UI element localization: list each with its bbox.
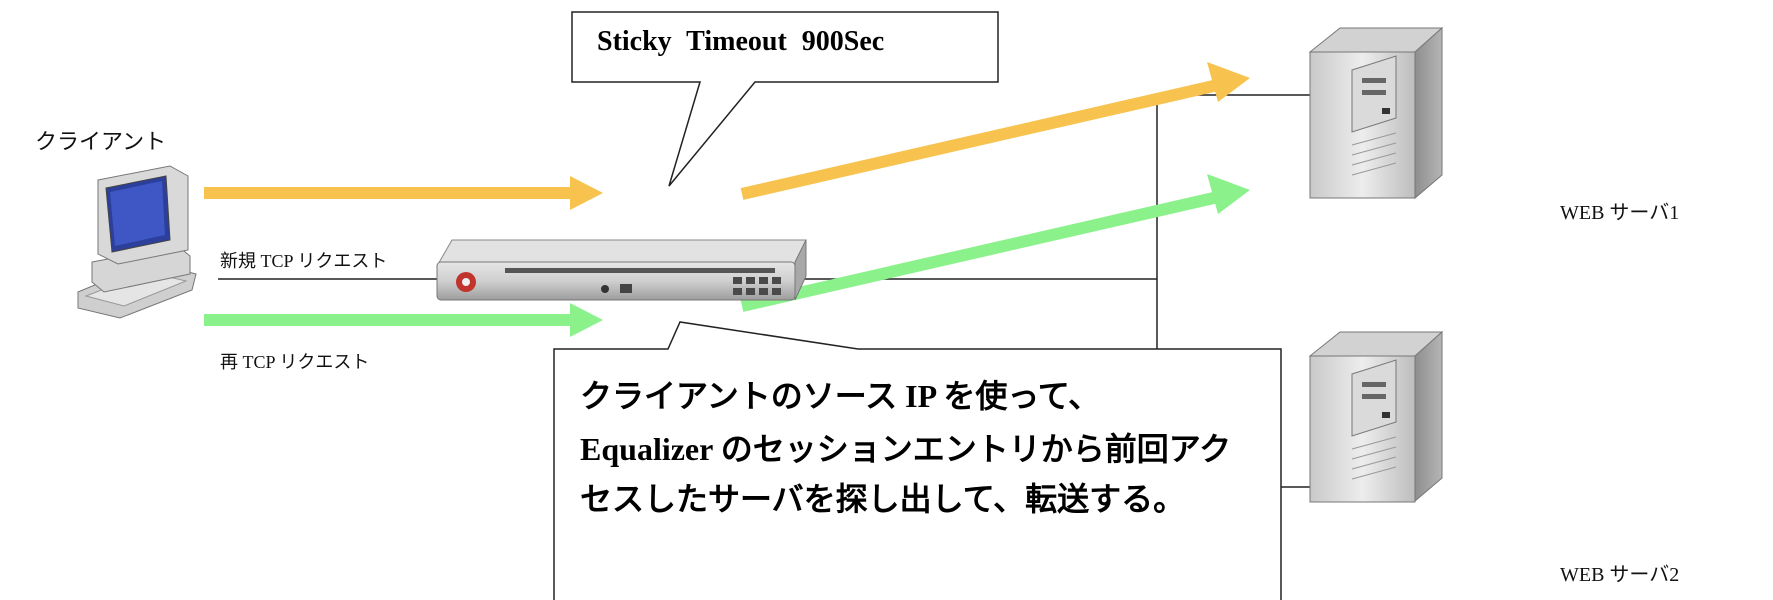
new-request-arrows (204, 62, 1250, 210)
explanation-callout (553, 321, 1282, 600)
repeat-request-arrow-in (204, 303, 603, 337)
load-balancer-appliance-icon (436, 239, 807, 301)
new-request-label: 新規 TCP リクエスト (220, 251, 388, 271)
server1-label: WEB サーバ1 (1560, 202, 1680, 224)
server2-label: WEB サーバ2 (1560, 564, 1680, 586)
repeat-request-label: 再 TCP リクエスト (220, 352, 370, 372)
explanation-line-2: Equalizer のセッションエントリから前回アク (580, 431, 1232, 467)
client-label: クライアント (35, 130, 167, 155)
new-request-arrow-out (1207, 62, 1250, 102)
repeat-request-arrows (204, 174, 1250, 337)
tower-server-icon (1308, 26, 1444, 200)
repeat-request-arrow-out (1207, 174, 1250, 214)
explanation-line-1: クライアントのソース IP を使って、 (580, 378, 1101, 414)
new-request-arrow-in (204, 176, 603, 210)
sticky-timeout-callout (571, 11, 999, 187)
explanation-line-3: セスしたサーバを探し出して、転送する。 (580, 481, 1186, 517)
desktop-computer-icon (77, 165, 197, 319)
tower-server-icon (1308, 330, 1444, 503)
sticky-timeout-text: Sticky Timeout 900Sec (597, 26, 885, 57)
